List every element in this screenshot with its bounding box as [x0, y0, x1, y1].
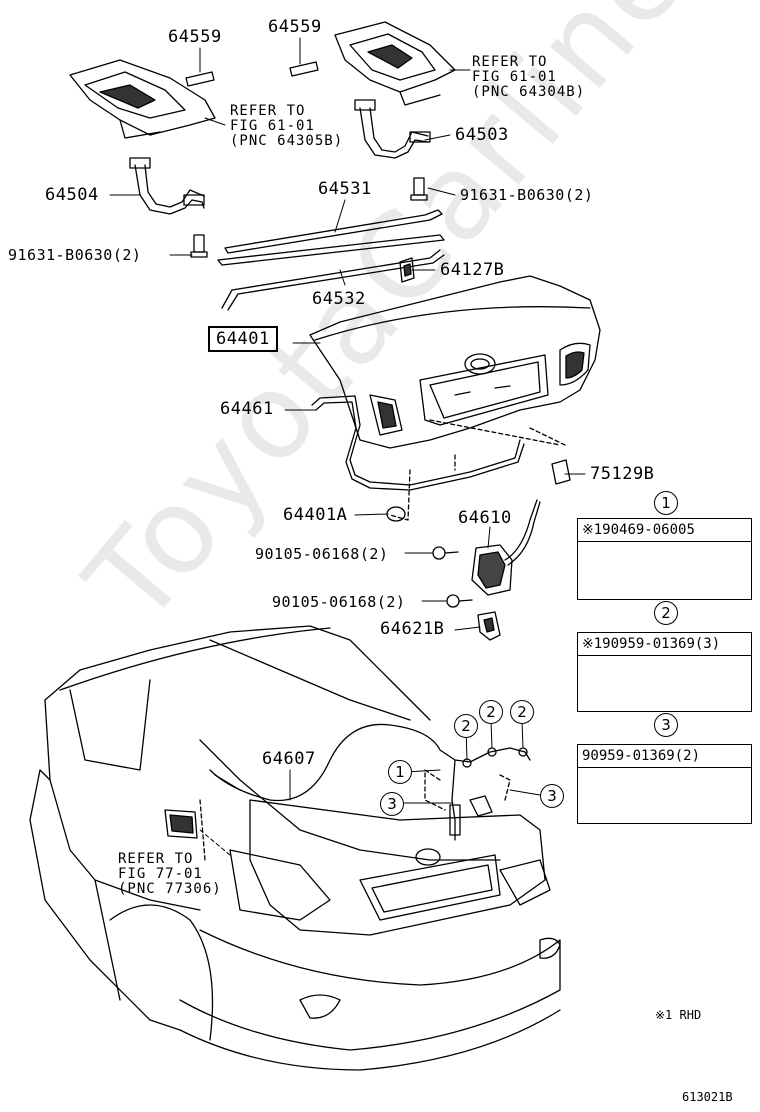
hinge-panel-right-drawing	[334, 21, 456, 106]
hinge-arm-64503-drawing	[354, 99, 431, 159]
part-label-75129b[interactable]: 75129B	[590, 464, 655, 484]
weatherstrip-64461-drawing	[311, 395, 566, 521]
legend-part-number-3[interactable]: 90959-01369(2)	[578, 745, 751, 768]
bolt-64559-left-drawing	[185, 71, 215, 87]
part-label-64531[interactable]: 64531	[318, 179, 372, 199]
part-label-64401-highlighted[interactable]: 64401	[208, 326, 278, 352]
torsion-rod-64531-drawing	[217, 209, 445, 266]
part-label-64621b[interactable]: 64621B	[380, 619, 445, 639]
bolt-91631-left-drawing	[190, 234, 208, 258]
part-label-90105-upper[interactable]: 90105-06168(2)	[255, 545, 389, 563]
callout-2-left[interactable]: 2	[454, 714, 478, 738]
striker-64621b-drawing	[477, 611, 501, 641]
legend-box-1: ※190469-06005	[577, 518, 752, 600]
figure-code: 613021B	[682, 1090, 733, 1104]
callout-3-left[interactable]: 3	[380, 792, 404, 816]
hinge-panel-left-drawing	[69, 59, 216, 139]
legend-number-3: 3	[654, 713, 678, 737]
legend-box-3: 90959-01369(2)	[577, 744, 752, 824]
part-label-64127b[interactable]: 64127B	[440, 260, 505, 280]
part-label-64559-right[interactable]: 64559	[268, 17, 322, 37]
car-body-drawing	[29, 625, 561, 1071]
bolt-91631-right-drawing	[410, 177, 428, 201]
footnote-rhd: ※1 RHD	[655, 1008, 702, 1022]
legend-box-2: ※190959-01369(3)	[577, 632, 752, 712]
refer-note-fig61-64305b: REFER TO FIG 61-01 (PNC 64305B)	[230, 103, 344, 149]
part-label-64401a[interactable]: 64401A	[283, 505, 348, 525]
legend-number-2: 2	[654, 601, 678, 625]
pad-75129b-drawing	[551, 459, 571, 485]
bolt-64559-right-drawing	[289, 61, 319, 77]
part-label-64461[interactable]: 64461	[220, 399, 274, 419]
part-label-64503[interactable]: 64503	[455, 125, 509, 145]
screw-90105-upper-drawing	[432, 546, 459, 560]
callout-1[interactable]: 1	[388, 760, 412, 784]
cushion-64401a-drawing	[386, 506, 406, 522]
cable-64607-drawing	[209, 723, 531, 841]
callout-3-right[interactable]: 3	[540, 784, 564, 808]
refer-note-fig61-64304b: REFER TO FIG 61-01 (PNC 64304B)	[472, 54, 586, 100]
callout-2-middle[interactable]: 2	[479, 700, 503, 724]
part-label-64607[interactable]: 64607	[262, 749, 316, 769]
legend-number-1: 1	[654, 491, 678, 515]
callout-2-right[interactable]: 2	[510, 700, 534, 724]
lock-64610-drawing	[471, 499, 541, 596]
legend-part-number-2[interactable]: ※190959-01369(3)	[578, 633, 751, 656]
trunk-lid-64401-drawing	[309, 275, 601, 449]
part-label-90105-lower[interactable]: 90105-06168(2)	[272, 593, 406, 611]
part-label-64559-left[interactable]: 64559	[168, 27, 222, 47]
refer-note-fig77-77306: REFER TO FIG 77-01 (PNC 77306)	[118, 851, 222, 897]
legend-part-number-1[interactable]: ※190469-06005	[578, 519, 751, 542]
torsion-rod-64532-drawing	[221, 249, 445, 311]
part-label-64610[interactable]: 64610	[458, 508, 512, 528]
part-label-91631-left[interactable]: 91631-B0630(2)	[8, 246, 142, 264]
hinge-arm-64504-drawing	[129, 157, 205, 215]
part-label-64504[interactable]: 64504	[45, 185, 99, 205]
screw-90105-lower-drawing	[446, 594, 473, 608]
leader-lines	[109, 37, 586, 856]
part-label-91631-right[interactable]: 91631-B0630(2)	[460, 186, 594, 204]
clip-64127b-drawing	[399, 257, 415, 283]
part-label-64532[interactable]: 64532	[312, 289, 366, 309]
